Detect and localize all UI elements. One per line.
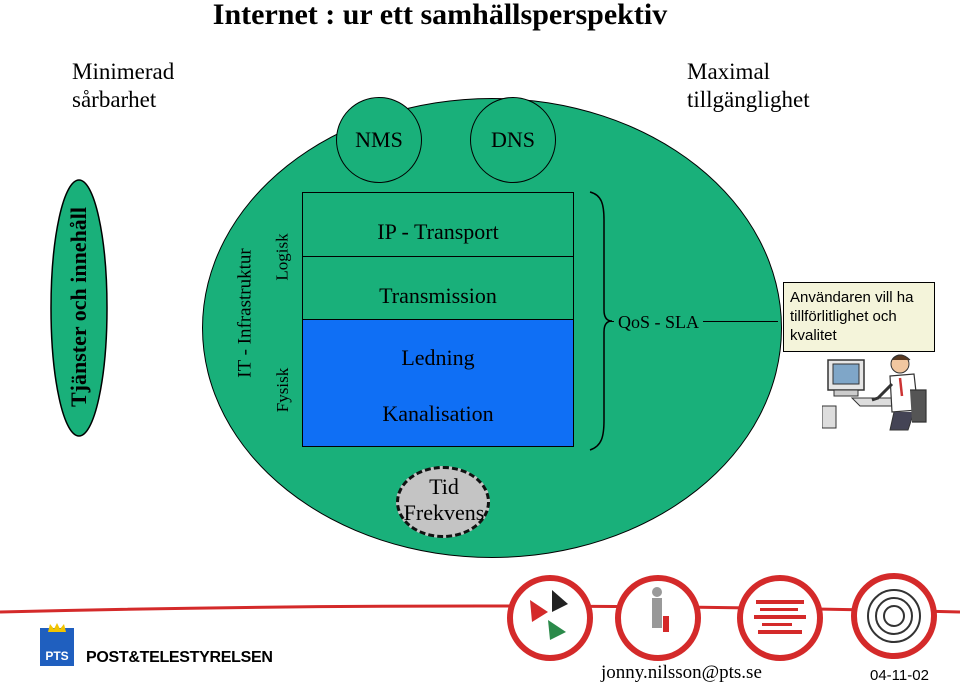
pts-logo-text: PTS xyxy=(45,649,69,663)
label-line: Maximal xyxy=(687,59,771,84)
time-frequency-circle xyxy=(396,466,490,538)
nms-label: NMS xyxy=(355,127,403,152)
qos-sla-label: QoS - SLA xyxy=(614,312,704,333)
organization-name: POST&TELESTYRELSEN xyxy=(86,649,273,666)
label-line: tillgänglighet xyxy=(687,87,810,112)
emblem-arrows-icon xyxy=(507,575,593,661)
dns-circle: DNS xyxy=(470,97,556,183)
emblem-target-icon xyxy=(851,573,937,659)
layer-ledning: Ledning xyxy=(401,345,475,370)
user-requirement-box: Användaren vill ha tillförlitlighet och … xyxy=(783,282,935,352)
user-box-line: Användaren vill ha xyxy=(790,289,914,306)
user-box-line: kvalitet xyxy=(790,327,837,344)
emblem-pixels-icon xyxy=(737,575,823,661)
dns-label: DNS xyxy=(490,127,535,152)
user-box-line: tillförlitlighet och xyxy=(790,308,897,325)
crown-icon xyxy=(48,623,66,632)
maximal-availability-label: Maximal tillgänglighet xyxy=(687,58,810,114)
minimized-vulnerability-label: Minimerad sårbarhet xyxy=(72,58,174,114)
pts-logo: PTS xyxy=(40,628,74,666)
page-title: Internet : ur ett samhällsperspektiv xyxy=(212,0,668,31)
nms-circle: NMS xyxy=(336,97,422,183)
document-date: 04-11-02 xyxy=(870,667,929,684)
contact-email[interactable]: jonny.nilsson@pts.se xyxy=(601,662,762,683)
emblem-people-icon xyxy=(615,575,701,661)
label-line: Minimerad xyxy=(72,59,175,84)
layer-ip-transport: IP - Transport xyxy=(377,219,499,244)
tid-line: Frekvens xyxy=(403,500,485,525)
tid-line: Tid xyxy=(429,474,459,499)
layer-kanalisation: Kanalisation xyxy=(382,401,494,426)
computer-user-icon xyxy=(822,354,927,431)
layer-transmission: Transmission xyxy=(379,283,497,308)
time-frequency-label: Tid Frekvens xyxy=(380,474,508,526)
physical-layer-box xyxy=(302,319,574,447)
label-line: sårbarhet xyxy=(72,87,157,112)
